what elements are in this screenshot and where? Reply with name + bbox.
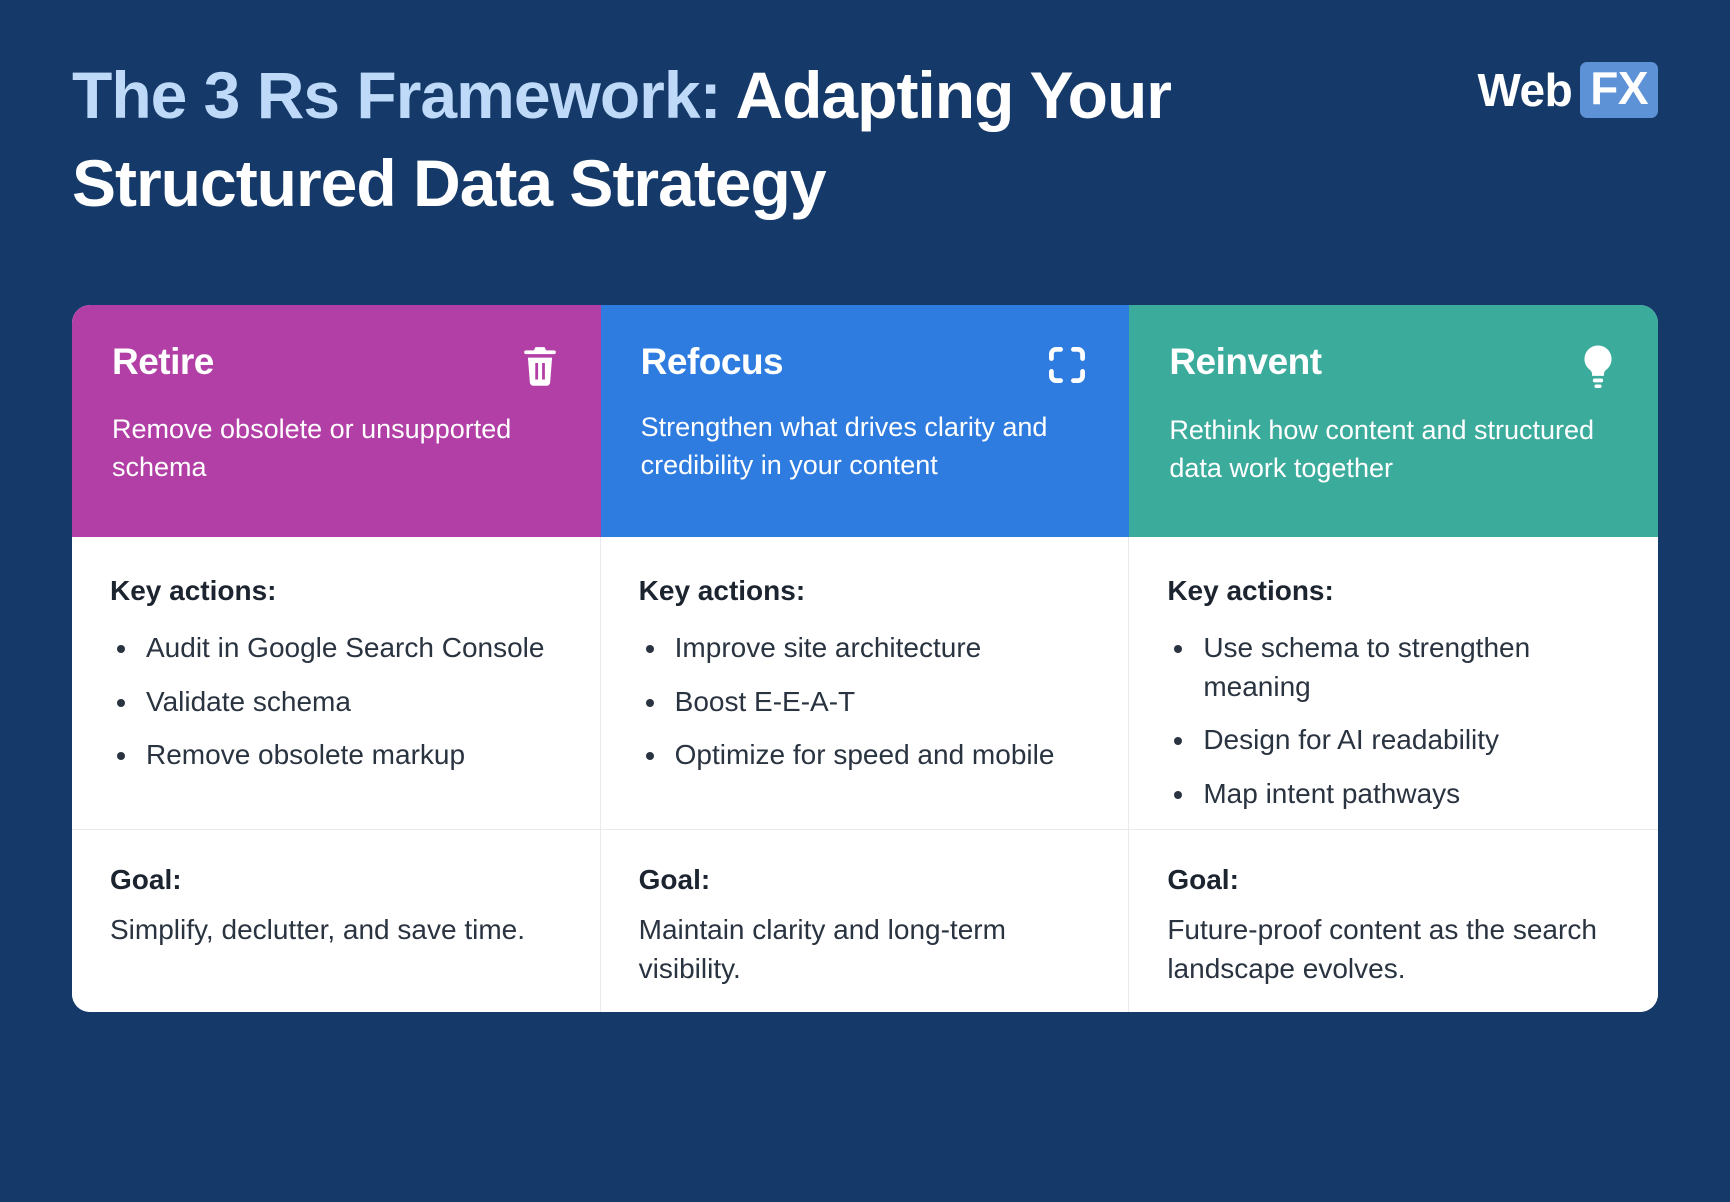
header: The 3 Rs Framework: Adapting Your Struct… — [72, 52, 1658, 228]
list-item: Design for AI readability — [1197, 721, 1616, 760]
lightbulb-icon — [1578, 343, 1618, 395]
key-actions-list: Use schema to strengthen meaning Design … — [1167, 629, 1616, 814]
list-item: Boost E-E-A-T — [669, 683, 1087, 722]
goal-reinvent: Goal: Future-proof content as the search… — [1129, 828, 1658, 1012]
list-item: Improve site architecture — [669, 629, 1087, 668]
column-header-top: Retire — [112, 341, 561, 394]
trash-icon — [519, 343, 561, 394]
column-title-refocus: Refocus — [640, 341, 784, 382]
column-header-retire: Retire Remove obsolete or unsupported sc… — [72, 305, 601, 537]
column-header-reinvent: Reinvent Rethink how content and structu… — [1129, 305, 1658, 537]
column-header-top: Refocus — [641, 341, 1090, 392]
column-title-reinvent: Reinvent — [1169, 341, 1322, 382]
logo-fx-badge: FX — [1580, 62, 1658, 118]
goal-retire: Goal: Simplify, declutter, and save time… — [72, 828, 601, 1012]
key-actions-retire: Key actions: Audit in Google Search Cons… — [72, 537, 601, 829]
key-actions-list: Improve site architecture Boost E-E-A-T … — [639, 629, 1087, 775]
logo-web-text: Web — [1477, 63, 1573, 116]
key-actions-label: Key actions: — [110, 575, 277, 606]
goal-refocus: Goal: Maintain clarity and long-term vis… — [600, 828, 1130, 1012]
column-header-top: Reinvent — [1169, 341, 1618, 395]
key-actions-label: Key actions: — [638, 575, 806, 606]
list-item: Map intent pathways — [1197, 775, 1616, 814]
title-rest: Adapting Your Structured Data Strategy — [72, 58, 1172, 220]
webfx-logo: Web FX — [1477, 62, 1658, 118]
page-title: The 3 Rs Framework: Adapting Your Struct… — [72, 52, 1232, 228]
column-subtitle-retire: Remove obsolete or unsupported schema — [112, 414, 512, 483]
goal-text: Simplify, declutter, and save time. — [110, 913, 525, 945]
list-item: Remove obsolete markup — [140, 736, 558, 775]
key-actions-refocus: Key actions: Improve site architecture B… — [600, 537, 1130, 829]
goal-text: Future-proof content as the search lands… — [1167, 913, 1597, 984]
list-item: Audit in Google Search Console — [140, 629, 558, 668]
goal-text: Maintain clarity and long-term visibilit… — [638, 913, 1006, 984]
column-subtitle-refocus: Strengthen what drives clarity and credi… — [640, 412, 1048, 481]
column-subtitle-reinvent: Rethink how content and structured data … — [1169, 415, 1595, 484]
key-actions-list: Audit in Google Search Console Validate … — [110, 629, 558, 775]
list-item: Optimize for speed and mobile — [669, 736, 1087, 775]
title-highlight: The 3 Rs Framework: — [72, 58, 722, 132]
goal-label: Goal: — [1167, 863, 1239, 895]
goal-label: Goal: — [638, 863, 711, 895]
list-item: Validate schema — [140, 683, 558, 722]
column-header-refocus: Refocus Strengthen what drives clarity a… — [600, 305, 1130, 537]
framework-card: Retire Remove obsolete or unsupported sc… — [72, 305, 1658, 1012]
goal-label: Goal: — [110, 863, 182, 895]
key-actions-label: Key actions: — [1167, 575, 1334, 606]
focus-brackets-icon — [1045, 343, 1089, 392]
list-item: Use schema to strengthen meaning — [1197, 629, 1616, 706]
key-actions-reinvent: Key actions: Use schema to strengthen me… — [1129, 537, 1658, 829]
column-title-retire: Retire — [112, 341, 214, 382]
